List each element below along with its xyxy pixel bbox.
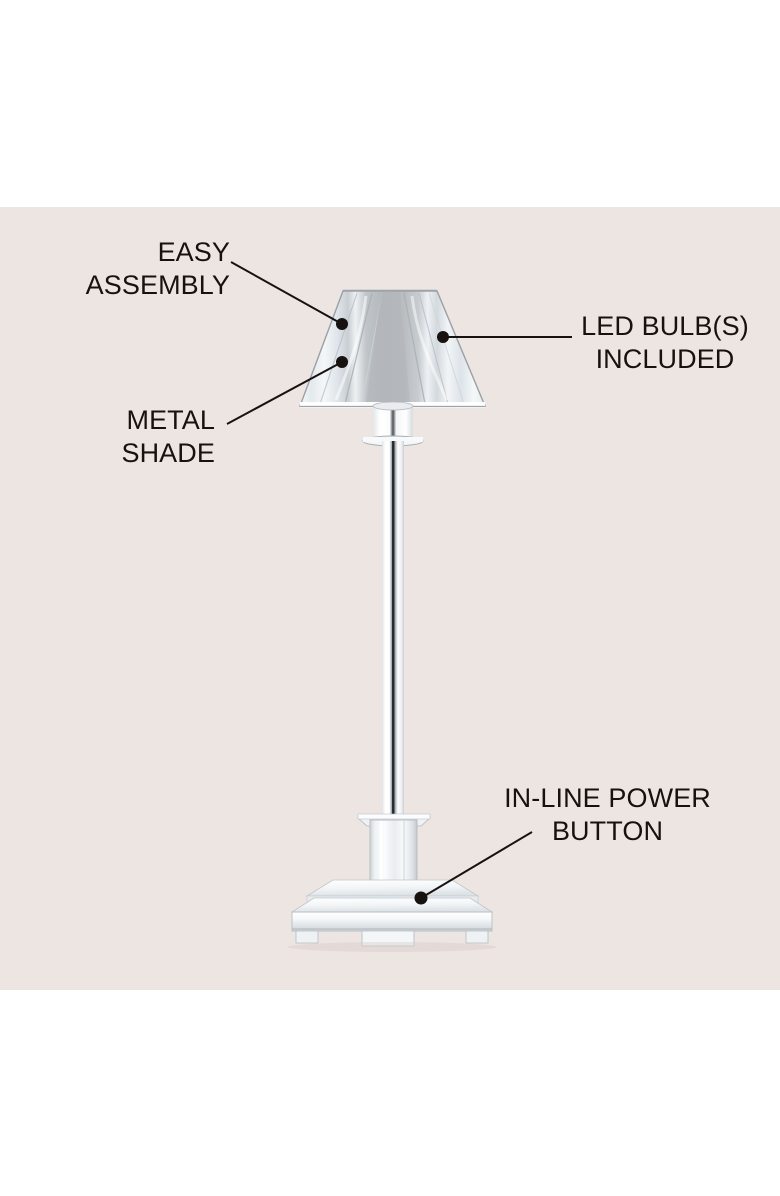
leader-line-metal-shade bbox=[226, 361, 343, 425]
leader-dot-metal-shade bbox=[336, 356, 348, 368]
chrome-stem bbox=[382, 441, 404, 821]
leader-dot-easy-assembly bbox=[336, 318, 348, 330]
callout-label-metal-shade: METAL SHADE bbox=[121, 405, 215, 468]
callout-label-led-bulbs: LED BULB(S) INCLUDED bbox=[581, 311, 749, 374]
lamp-shade bbox=[298, 289, 487, 408]
stepped-base bbox=[288, 879, 496, 952]
leader-dot-power-button bbox=[414, 891, 428, 905]
leader-line-easy-assembly bbox=[230, 261, 343, 325]
leader-dot-led-bulbs bbox=[437, 331, 449, 343]
callout-label-easy-assembly: EASY ASSEMBLY bbox=[85, 237, 230, 300]
socket-collar bbox=[362, 401, 424, 447]
callout-leader-lines bbox=[226, 261, 572, 905]
callout-label-in-line-power-button: IN-LINE POWER BUTTON bbox=[504, 783, 711, 846]
leader-line-power-button bbox=[420, 831, 533, 899]
